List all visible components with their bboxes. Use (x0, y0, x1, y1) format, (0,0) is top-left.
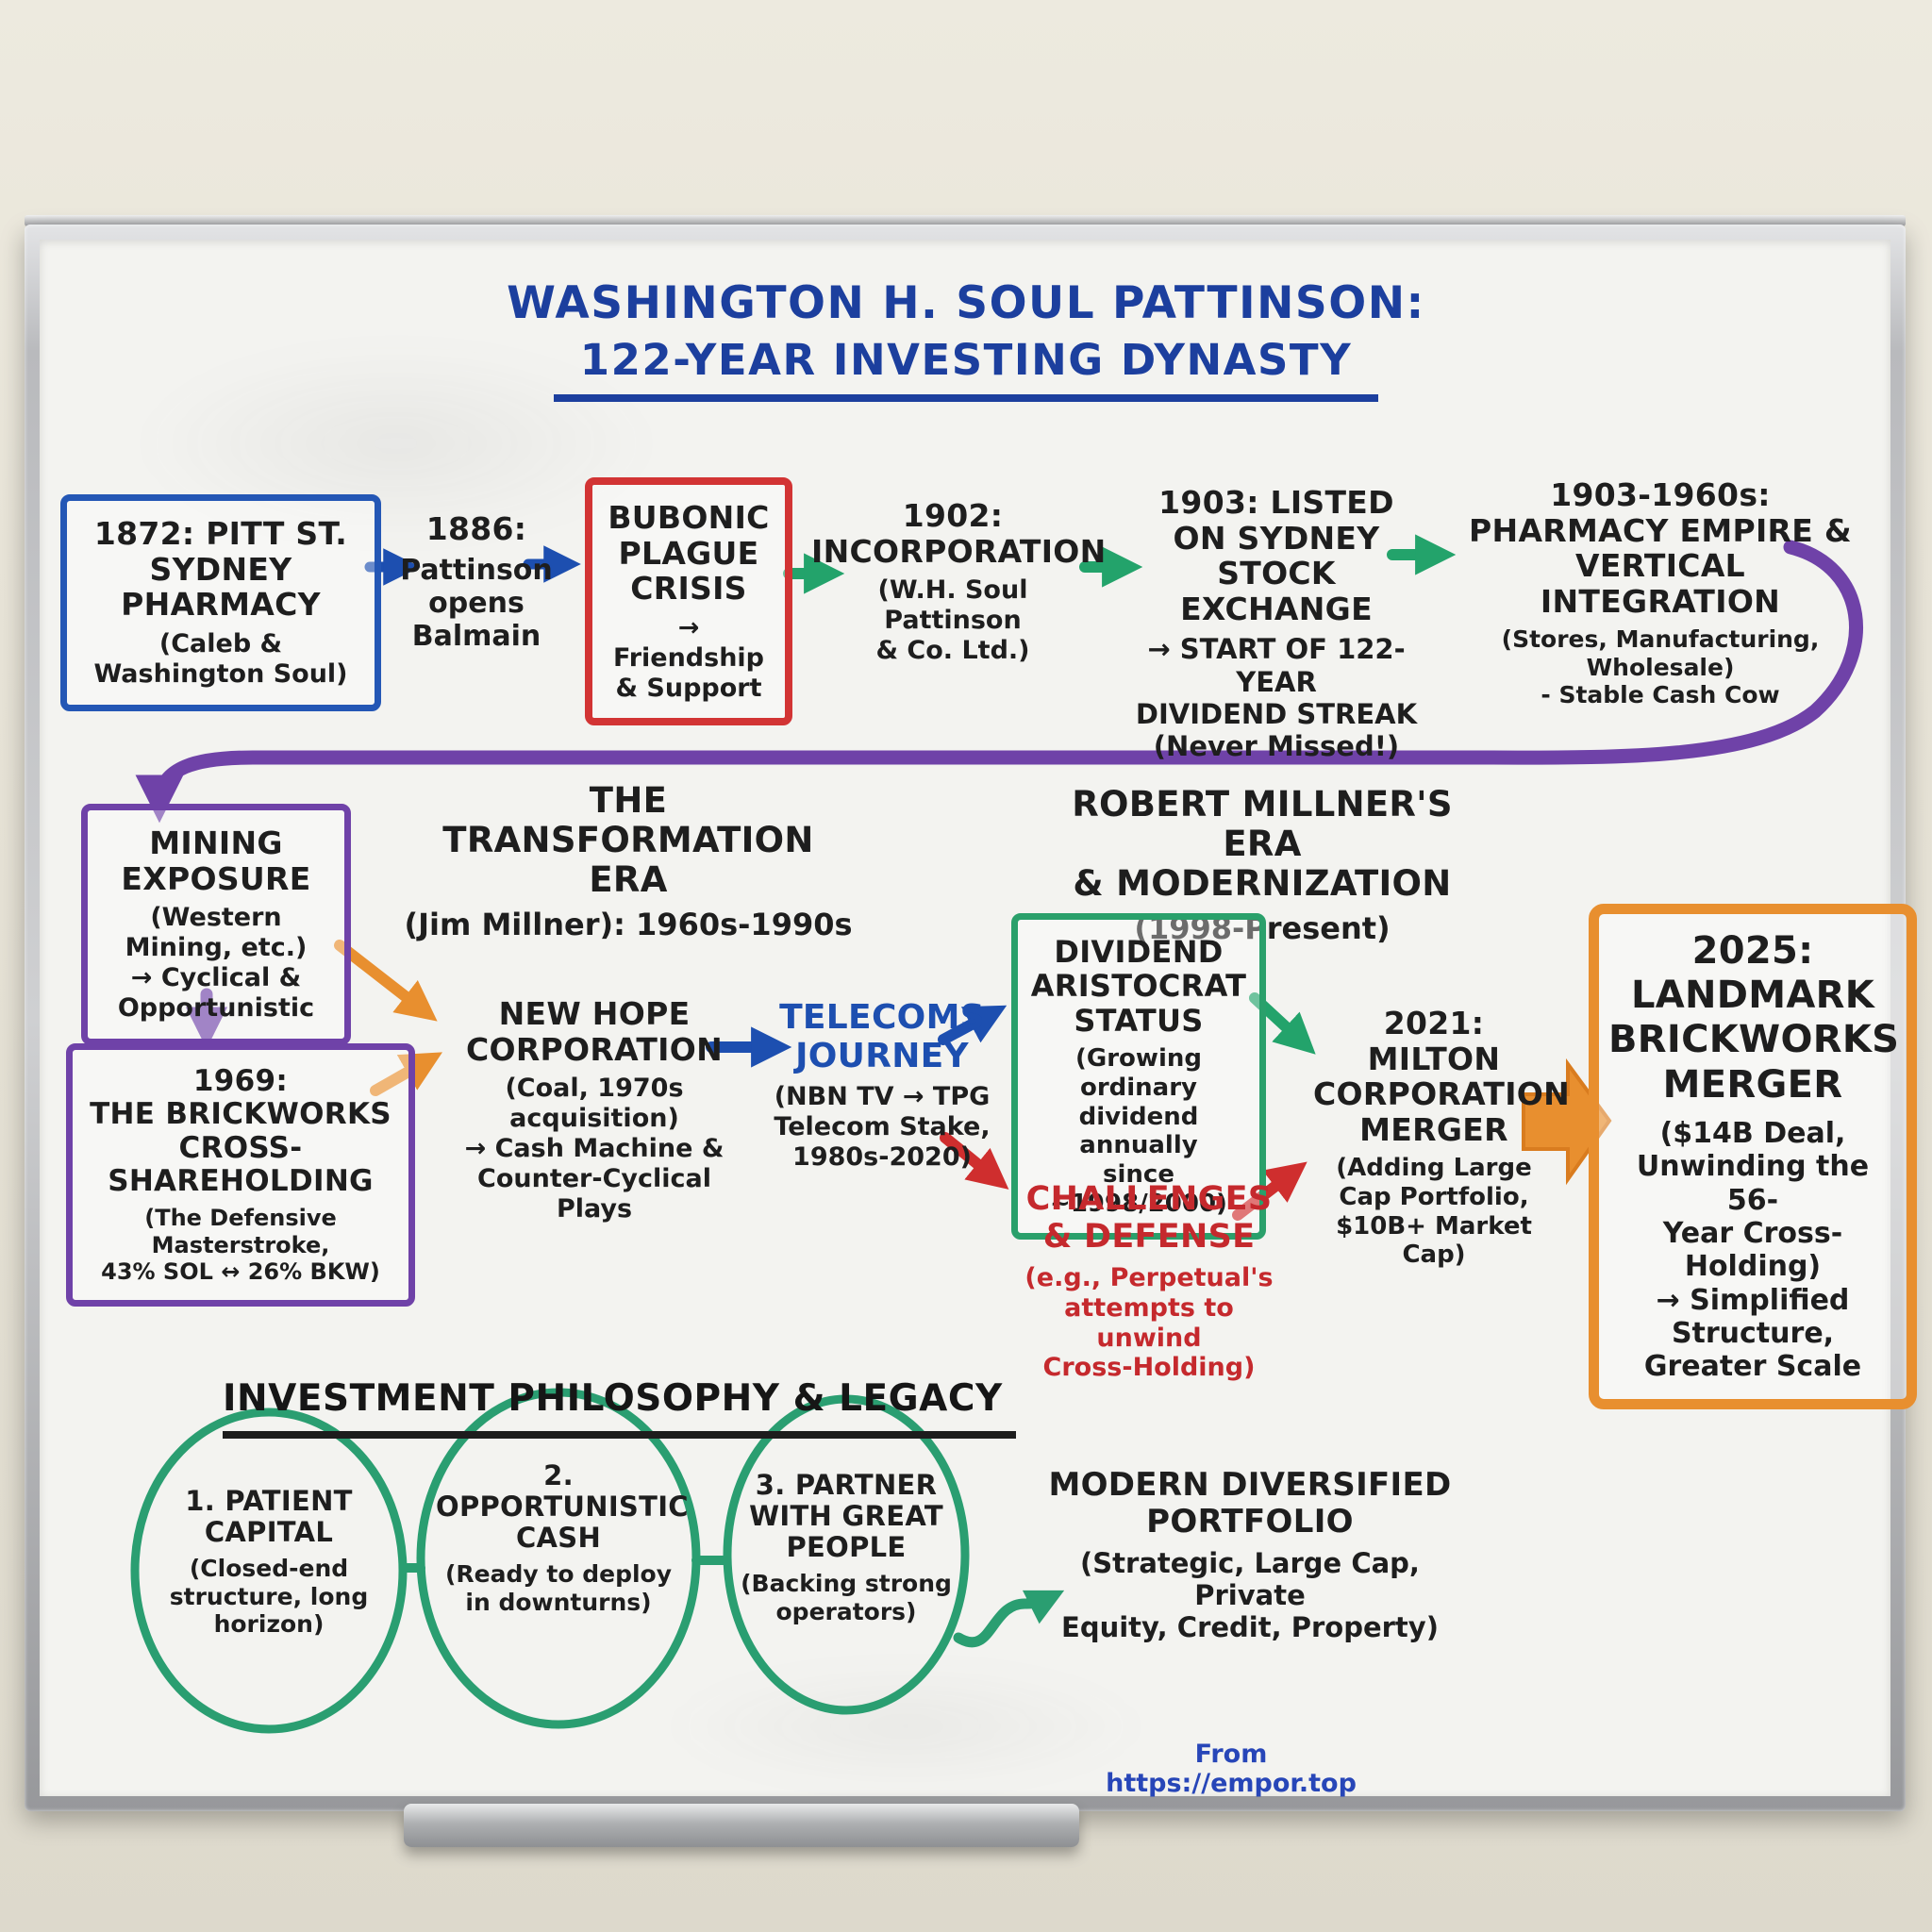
node-mining-exposure: MINING EXPOSURE (Western Mining, etc.) →… (81, 804, 351, 1045)
marker-tray (404, 1804, 1079, 1847)
node-subtitle: (Western Mining, etc.) → Cyclical & Oppo… (117, 903, 315, 1023)
source-credit: From https://empor.top (1106, 1740, 1357, 1798)
node-title: NEW HOPE CORPORATION (465, 995, 724, 1068)
node-telecoms-journey: TELECOMS JOURNEY (NBN TV → TPG Telecom S… (755, 998, 1009, 1173)
era-title: ROBERT MILLNER'S ERA & MODERNIZATION (1072, 784, 1453, 905)
page-title: WASHINGTON H. SOUL PATTINSON: 122-YEAR I… (306, 277, 1626, 402)
philosophy-item-opportunistic-cash: 2. OPPORTUNISTIC CASH (Ready to deploy i… (436, 1459, 689, 1616)
node-subtitle: (Strategic, Large Cap, Private Equity, C… (1061, 1546, 1439, 1643)
node-title: 2025: LANDMARK BRICKWORKS MERGER (1608, 929, 1900, 1107)
node-subtitle: (Adding Large Cap Portfolio, $10B+ Marke… (1336, 1154, 1532, 1270)
header-transformation-era: THE TRANSFORMATION ERA (Jim Millner): 19… (402, 780, 855, 942)
node-pharmacy-empire: 1903-1960s: PHARMACY EMPIRE & VERTICAL I… (1451, 477, 1870, 709)
circle-title: 2. OPPORTUNISTIC CASH (436, 1459, 689, 1555)
node-brickworks-merger-2025: 2025: LANDMARK BRICKWORKS MERGER ($14B D… (1589, 904, 1917, 1409)
node-title: 1872: PITT ST. SYDNEY PHARMACY (93, 515, 348, 624)
node-brickworks-cross-shareholding: 1969: THE BRICKWORKS CROSS-SHAREHOLDING … (66, 1043, 415, 1307)
wall-rail (25, 215, 1906, 226)
philosophy-heading: INVESTMENT PHILOSOPHY & LEGACY (223, 1377, 1016, 1439)
era-subtitle: (Jim Millner): 1960s-1990s (404, 906, 853, 942)
node-title: 1903: LISTED ON SYDNEY STOCK EXCHANGE (1158, 484, 1394, 627)
node-subtitle: (e.g., Perpetual's attempts to unwind Cr… (1024, 1262, 1274, 1383)
node-title: DIVIDEND ARISTOCRAT STATUS (1030, 934, 1247, 1039)
circle-subtitle: (Closed-end structure, long horizon) (169, 1555, 369, 1639)
philosophy-item-partner-great-people: 3. PARTNER WITH GREAT PEOPLE (Backing st… (738, 1469, 955, 1625)
node-subtitle: (Stores, Manufacturing, Wholesale) - Sta… (1501, 625, 1820, 709)
node-title: 1902: INCORPORATION (811, 497, 1107, 570)
header-millner-era: ROBERT MILLNER'S ERA & MODERNIZATION (19… (1026, 784, 1498, 946)
title-line1: WASHINGTON H. SOUL PATTINSON: (507, 277, 1425, 329)
node-subtitle: (Caleb & Washington Soul) (93, 628, 348, 689)
circle-title: 1. PATIENT CAPITAL (185, 1485, 353, 1549)
node-subtitle: → START OF 122-YEAR DIVIDEND STREAK (Nev… (1135, 633, 1418, 763)
node-subtitle: (Coal, 1970s acquisition) → Cash Machine… (464, 1074, 724, 1224)
philosophy-item-patient-capital: 1. PATIENT CAPITAL (Closed-end structure… (151, 1485, 387, 1639)
node-1872-pharmacy: 1872: PITT ST. SYDNEY PHARMACY (Caleb & … (60, 494, 381, 711)
node-1902-incorporation: 1902: INCORPORATION (W.H. Soul Pattinson… (811, 497, 1107, 666)
node-bubonic-plague: BUBONIC PLAGUE CRISIS → Friendship & Sup… (585, 477, 792, 726)
circle-subtitle: (Backing strong operators) (741, 1570, 952, 1625)
node-challenges-defense: CHALLENGES & DEFENSE (e.g., Perpetual's … (1008, 1180, 1291, 1383)
node-1903-listed: 1903: LISTED ON SYDNEY STOCK EXCHANGE → … (1121, 485, 1432, 762)
node-subtitle: ($14B Deal, Unwinding the 56- Year Cross… (1636, 1116, 1870, 1384)
era-title: THE TRANSFORMATION ERA (442, 780, 814, 901)
circle-title: 3. PARTNER WITH GREAT PEOPLE (749, 1469, 943, 1564)
node-modern-portfolio: MODERN DIVERSIFIED PORTFOLIO (Strategic,… (1038, 1467, 1462, 1643)
node-subtitle: (NBN TV → TPG Telecom Stake, 1980s-2020) (774, 1082, 991, 1172)
node-title: MINING EXPOSURE (121, 824, 311, 897)
circle-subtitle: (Ready to deploy in downturns) (444, 1560, 672, 1616)
node-title: 2021: MILTON CORPORATION MERGER (1313, 1005, 1571, 1148)
node-title: TELECOMS JOURNEY (779, 998, 985, 1076)
node-subtitle: → Friendship & Support (612, 612, 765, 703)
node-title: 1903-1960s: PHARMACY EMPIRE & VERTICAL I… (1469, 476, 1852, 620)
node-1886-balmain: 1886: Pattinson opens Balmain (377, 511, 575, 654)
node-title: BUBONIC PLAGUE CRISIS (608, 499, 770, 608)
node-title: 1886: (425, 510, 527, 547)
node-new-hope: NEW HOPE CORPORATION (Coal, 1970s acquis… (434, 996, 755, 1224)
node-title: MODERN DIVERSIFIED PORTFOLIO (1048, 1466, 1452, 1541)
node-milton-merger: 2021: MILTON CORPORATION MERGER (Adding … (1313, 1005, 1571, 1270)
node-subtitle: (Growing ordinary dividend annually sinc… (1050, 1044, 1227, 1218)
node-subtitle: Pattinson opens Balmain (400, 553, 553, 654)
node-dividend-aristocrat: DIVIDEND ARISTOCRAT STATUS (Growing ordi… (1011, 913, 1266, 1241)
node-subtitle: (W.H. Soul Pattinson & Co. Ltd.) (875, 575, 1030, 665)
title-line2: 122-YEAR INVESTING DYNASTY (553, 331, 1379, 402)
node-title: CHALLENGES & DEFENSE (1025, 1180, 1273, 1256)
node-subtitle: (The Defensive Masterstroke, 43% SOL ↔ 2… (101, 1205, 380, 1285)
node-title: 1969: THE BRICKWORKS CROSS-SHAREHOLDING (90, 1064, 391, 1198)
